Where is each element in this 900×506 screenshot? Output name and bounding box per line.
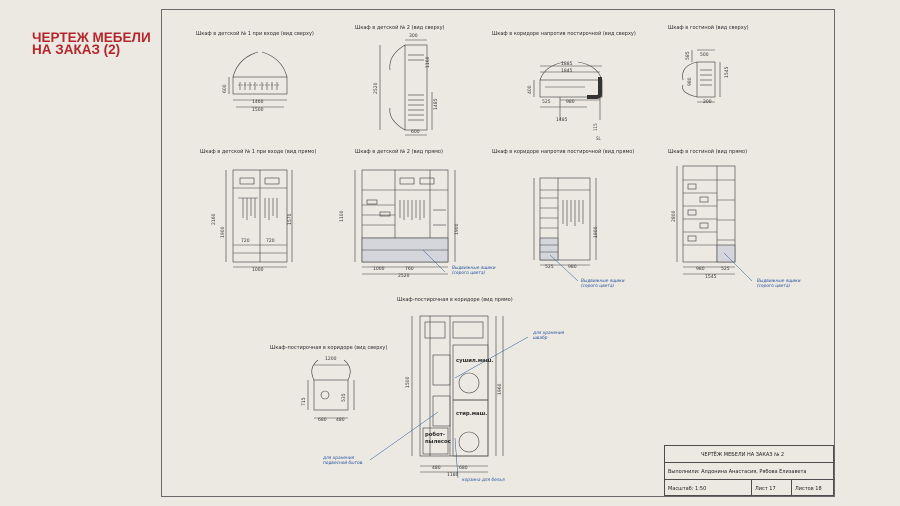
dim-585: 585 [686,51,691,60]
dim-525: 525 [542,100,551,105]
laundry-top-view [307,359,355,419]
dim-200: 200 [703,100,712,105]
dim-1460: 1460 [252,100,264,105]
dim-1485: 1485 [434,98,439,110]
dim-600: 600 [223,84,228,93]
dim-f3-980: 980 [568,265,577,270]
scale: Масштаб: 1:50 [668,486,707,492]
dim-f2-2520: 2520 [398,274,410,279]
dryer-label: сушил.маш. [456,358,494,364]
view-title-front-2: Шкаф в детской № 2 (вид прямо) [355,149,443,155]
view-title-top-1: Шкаф в детской № 1 при входе (вид сверху… [196,31,314,37]
dim-400: 400 [528,85,533,94]
svg-text:115: 115 [593,123,598,131]
dim-1160: 1160 [426,56,431,68]
sheet-number: Лист 17 [755,486,776,492]
dim-f2-1100: 1100 [340,210,345,222]
dim-f4-2800: 2800 [672,210,677,222]
dim-l-680: 680 [318,418,327,423]
dim-f3-1900: 1900 [594,226,599,238]
dim-l-480: 480 [336,418,345,423]
dim-f2-1000: 1000 [373,267,385,272]
title-block-name-row: ЧЕРТЁЖ МЕБЕЛИ НА ЗАКАЗ № 2 [665,446,835,463]
dim-l-480b: 480 [432,466,441,471]
view-title-front-4: Шкаф в гостиной (вид прямо) [668,149,748,155]
title-block: ЧЕРТЁЖ МЕБЕЛИ НА ЗАКАЗ № 2 Выполнили: Ал… [664,445,835,496]
dim-1485b: 1485 [556,118,568,123]
front-view-2 [354,169,456,275]
top-view-4 [682,49,721,103]
dim-980b: 980 [688,77,693,86]
sheet-total: Листов 18 [795,486,822,492]
dim-500: 500 [700,53,709,58]
note-drawers-3: Выдвижные ящики (серого цвета) [757,279,801,290]
view-title-front-1: Шкаф в детской № 1 при входе (вид прямо) [200,149,317,155]
washer-label: стир.маш. [456,411,488,417]
drawing-sheet-frame [161,9,835,497]
dim-f2-1900: 1900 [455,223,460,235]
front-view-1 [225,169,293,268]
dim-f1-720b: 720 [266,239,275,244]
dim-1545: 1545 [725,66,730,78]
dim-l-680b: 680 [459,466,468,471]
view-title-laundry-top: Шкаф-постирочная в коридоре (вид сверху) [270,345,388,351]
annotation-leaders [369,249,753,479]
dim-2520: 2520 [374,82,379,94]
top-view-2 [379,39,433,136]
dim-l-715: 715 [302,397,307,406]
svg-text:SL: SL [596,136,602,141]
view-title-laundry-front: Шкаф-постирочная в коридоре (вид прямо) [397,297,513,303]
dim-l-1180: 1180 [447,473,459,478]
dim-1845: 1845 [561,69,573,74]
dim-f4-1545: 1545 [705,275,717,280]
view-title-front-3: Шкаф в коридоре напротив постирочной (ви… [492,149,635,155]
title-block-authors-row: Выполнили: Алдонина Анастасия, Рябова Ел… [665,463,835,480]
dim-1885: 1885 [561,62,573,67]
dim-f1-1900: 1900 [221,226,226,238]
dim-980: 980 [566,100,575,105]
dim-f1-1570: 1570 [288,213,293,225]
dim-f1-720: 720 [241,239,250,244]
front-view-4 [676,165,736,275]
top-view-1 [228,51,288,108]
note-linen-basket: корзина для белья [462,478,505,483]
note-drawers-1: Выдвижные ящики (серого цвета) [452,266,496,277]
dim-600b: 600 [411,130,420,135]
dim-f3-525: 525 [545,265,554,270]
dim-f2-760: 760 [405,267,414,272]
note-vacuum-storage: для хранения подвесной бытов. [323,456,364,467]
dim-f4-980: 980 [696,267,705,272]
page-title: ЧЕРТЕЖ МЕБЕЛИ НА ЗАКАЗ (2) [32,30,151,57]
dim-f4-525: 525 [721,267,730,272]
dim-l-1500: 1500 [406,376,411,388]
dim-l-535: 535 [342,393,347,402]
view-title-top-3: Шкаф в коридоре напротив постирочной (ви… [492,31,636,37]
top-view-3 [533,61,603,120]
dim-l-1200: 1200 [325,357,337,362]
note-towels: для хранения швабр [533,331,565,342]
authors: Выполнили: Алдонина Анастасия, Рябова Ел… [668,469,807,475]
drawing-name: ЧЕРТЁЖ МЕБЕЛИ НА ЗАКАЗ № 2 [701,452,785,458]
dim-300: 300 [409,34,418,39]
view-title-top-4: Шкаф в гостиной (вид сверху) [668,25,749,31]
front-view-3 [533,177,597,266]
dim-1500: 1500 [252,108,264,113]
dim-l-1960: 1960 [498,383,503,395]
dim-f1-2160: 2160 [212,213,217,225]
note-drawers-2: Выдвижные ящики (серого цвета) [581,279,625,290]
laundry-front-view [411,315,504,473]
robot-vacuum-label: робот- пылесос [425,432,451,445]
view-title-top-2: Шкаф в детской № 2 (вид сверху) [355,25,445,31]
dim-f1-1000: 1000 [252,268,264,273]
